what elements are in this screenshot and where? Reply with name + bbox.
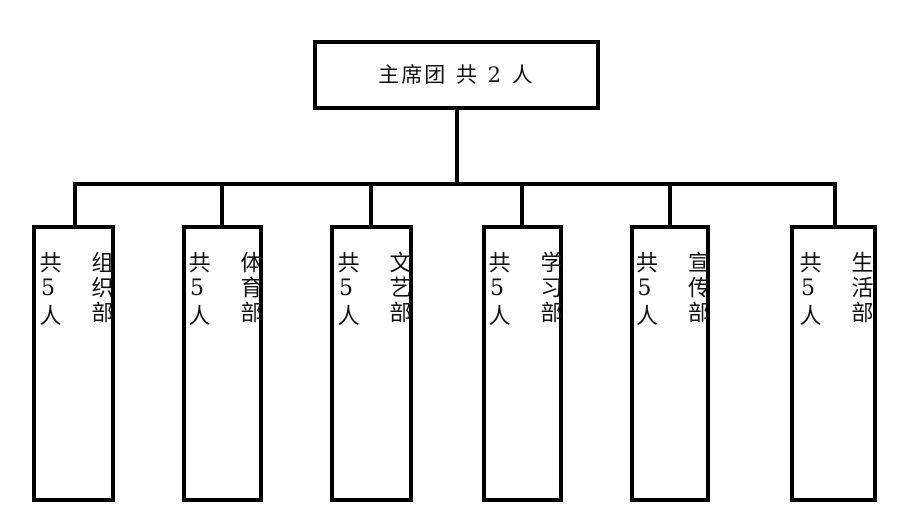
- root-node-presidium[interactable]: 主席团 共 2 人: [313, 40, 600, 110]
- connector-drop-4: [520, 182, 524, 227]
- connector-stem-root: [455, 110, 459, 186]
- dept-node-4[interactable]: 学习部 共5人: [482, 225, 563, 502]
- connector-drop-3: [369, 182, 373, 227]
- dept-node-6[interactable]: 生活部 共5人: [790, 225, 877, 502]
- dept-node-3-label: 文艺部 共5人: [333, 251, 411, 329]
- root-node-label: 主席团 共 2 人: [378, 62, 535, 87]
- dept-node-3[interactable]: 文艺部 共5人: [330, 225, 413, 502]
- dept-node-2[interactable]: 体育部 共5人: [182, 225, 263, 502]
- dept-node-5[interactable]: 宣传部 共5人: [630, 225, 710, 502]
- connector-drop-6: [833, 182, 837, 227]
- connector-bus-horizontal: [73, 182, 837, 186]
- dept-node-1[interactable]: 组织部 共5人: [32, 225, 115, 502]
- dept-node-6-label: 生活部 共5人: [795, 251, 873, 329]
- dept-node-4-label: 学习部 共5人: [484, 251, 562, 329]
- connector-drop-1: [73, 182, 77, 227]
- connector-drop-5: [668, 182, 672, 227]
- dept-node-2-label: 体育部 共5人: [184, 251, 262, 329]
- dept-node-1-label: 组织部 共5人: [35, 251, 113, 329]
- dept-node-5-label: 宣传部 共5人: [632, 251, 709, 329]
- connector-drop-2: [220, 182, 224, 227]
